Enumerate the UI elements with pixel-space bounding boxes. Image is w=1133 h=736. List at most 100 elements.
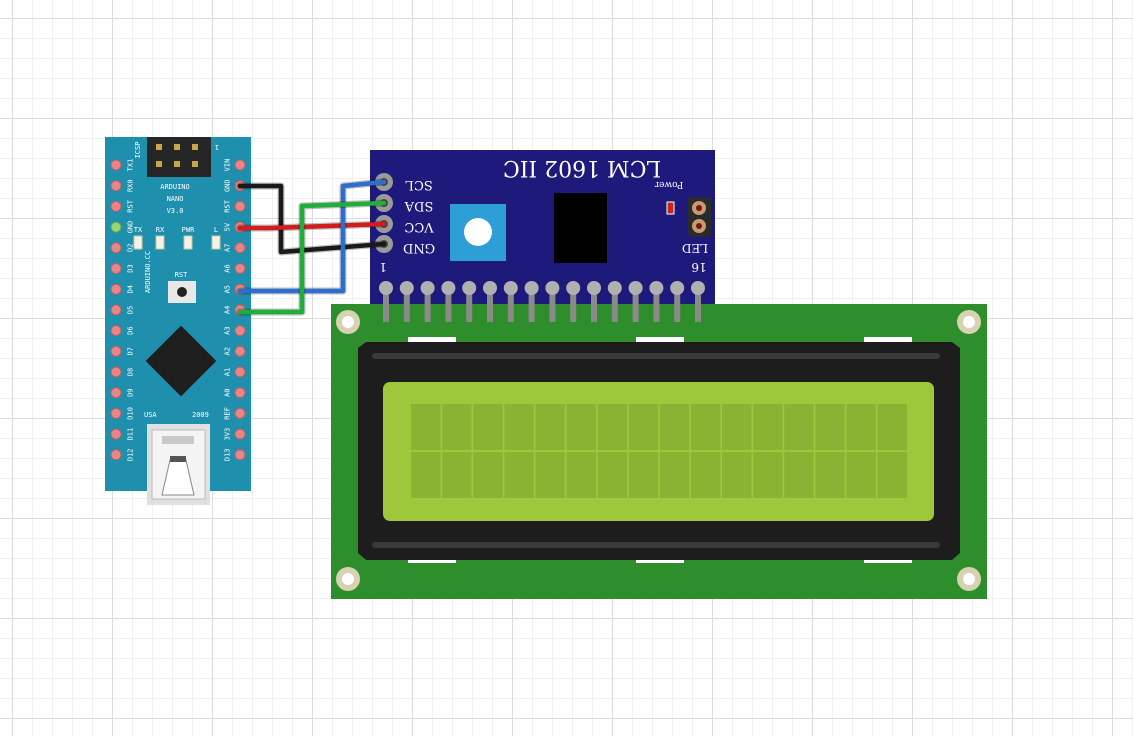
- led-label: L: [214, 226, 218, 234]
- lcd-module: [331, 304, 987, 599]
- left-pin-label: GND: [127, 221, 135, 234]
- wire-a5-to-scl[interactable]: [237, 179, 387, 294]
- led-label: PWR: [182, 226, 195, 234]
- wire-gnd-to-gnd[interactable]: [237, 183, 387, 255]
- connector-pad: [441, 281, 456, 295]
- i2c-module: LCM 1602 IIC Power LED 16 1 SCL SDA VCC …: [370, 150, 715, 322]
- connector-pin: [611, 282, 618, 322]
- wire-shadow: [236, 178, 388, 295]
- right-header-pin: [234, 159, 246, 171]
- lcd-char-cell: [659, 404, 690, 450]
- status-led: [183, 235, 193, 250]
- lcd-char-cell: [846, 452, 876, 498]
- right-pin-label: VIN: [224, 159, 232, 172]
- connector-pad: [399, 281, 414, 295]
- wire-shadow: [236, 182, 388, 256]
- lcd-screen: [383, 382, 934, 521]
- connector-pad: [607, 281, 622, 295]
- i2c-title: LCM 1602 IIC: [503, 155, 661, 180]
- lcd-char-cell: [628, 404, 659, 450]
- connector-pad: [649, 281, 664, 295]
- left-pin-label: TX1: [127, 159, 135, 172]
- connector-pad: [670, 281, 685, 295]
- left-header-pin: [110, 263, 122, 274]
- connector-pin: [549, 282, 556, 322]
- left-pin-label: D8: [127, 368, 135, 376]
- status-led: [133, 235, 143, 250]
- contrast-potentiometer: [450, 204, 506, 261]
- wire-shadow: [236, 199, 388, 316]
- left-header-pin: [110, 325, 122, 337]
- lcd-char-cell: [815, 404, 845, 450]
- lcd-char-cell: [473, 404, 503, 450]
- power-label: Power: [654, 179, 683, 189]
- connector-pad: [566, 281, 581, 295]
- lcd-char-cell: [535, 452, 565, 498]
- left-header-pin: [110, 304, 122, 316]
- connector-pad: [379, 281, 393, 295]
- usb-connector: [147, 424, 210, 505]
- lcd-char-cell: [597, 404, 628, 450]
- lcd-character-grid: [411, 404, 907, 498]
- right-header-pin: [234, 366, 246, 378]
- left-header-pin: [110, 283, 122, 295]
- lcd-char-cell: [442, 452, 472, 498]
- left-header-pin: [110, 428, 122, 440]
- left-header-pin: [110, 345, 122, 357]
- left-header-pin: [110, 159, 122, 171]
- pin-label-vcc: VCC: [404, 219, 434, 234]
- i2c-board: [370, 150, 715, 304]
- lcd-char-cell: [411, 452, 441, 498]
- lcd-char-cell: [722, 452, 752, 498]
- connector-pad: [462, 281, 477, 295]
- connector-pin: [383, 282, 389, 322]
- left-header-pin: [110, 449, 122, 461]
- lcd-char-cell: [597, 452, 628, 498]
- right-header-pin: [234, 200, 246, 212]
- nano-title-3: V3.0: [167, 207, 184, 215]
- lcd-char-cell: [504, 404, 534, 450]
- left-pin-label: RX0: [127, 179, 135, 192]
- icsp-header: [147, 137, 211, 177]
- left-header-pin: [110, 407, 122, 419]
- icsp-pin1-label: 1: [215, 143, 219, 151]
- website-label: ARDUINO.CC: [144, 251, 152, 293]
- connector-pad: [483, 281, 497, 295]
- right-pin-label: D13: [224, 448, 232, 461]
- connector-pad: [628, 281, 643, 295]
- lcd-char-cell: [877, 452, 907, 498]
- reset-button[interactable]: [168, 281, 196, 303]
- connector-pin: [695, 282, 701, 322]
- connector-pin: [403, 282, 410, 322]
- led-jumper: [688, 197, 711, 237]
- lcd-char-cell: [411, 404, 441, 450]
- left-pin-label: D11: [127, 428, 135, 441]
- left-pin-label: D5: [127, 306, 135, 314]
- left-header-pin: [110, 366, 122, 378]
- right-pin-label: REF: [224, 407, 232, 420]
- left-header-pin: [110, 242, 122, 254]
- nano-title-2: NANO: [167, 195, 184, 203]
- right-pin-label: A5: [224, 285, 232, 293]
- right-pin-label: A0: [224, 388, 232, 396]
- left-pin-label: D7: [127, 347, 135, 355]
- led-label: LED: [682, 241, 708, 255]
- right-header-pin: [234, 428, 246, 440]
- connector-pad: [587, 281, 601, 295]
- wire-a4-to-sda[interactable]: [237, 200, 387, 315]
- pin-label-sda: SDA: [404, 198, 433, 213]
- lcd-char-cell: [690, 452, 721, 498]
- connector-pin: [528, 282, 535, 322]
- wire-5v-to-vcc[interactable]: [237, 221, 387, 231]
- connector-pin: [674, 282, 681, 322]
- wires: [236, 178, 388, 316]
- lcd-char-cell: [784, 452, 814, 498]
- right-pin-label: GND: [224, 179, 232, 192]
- status-led: [211, 235, 221, 250]
- left-header-pin: [110, 221, 122, 233]
- right-pin-label: A1: [224, 368, 232, 376]
- right-pin-label: A6: [224, 264, 232, 272]
- left-header-pin: [110, 200, 122, 212]
